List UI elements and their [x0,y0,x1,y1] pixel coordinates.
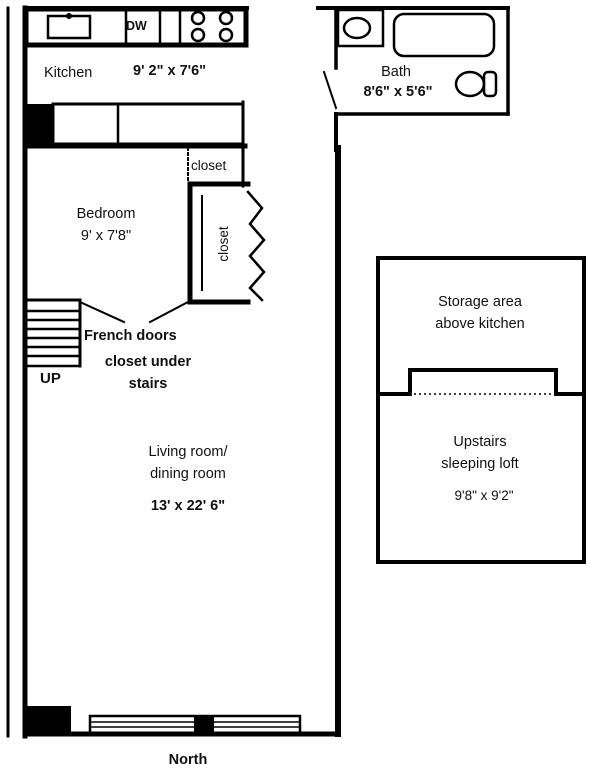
bedroom-name: Bedroom [76,206,136,222]
closet-top-label: closet [191,158,227,173]
stairs [25,298,82,368]
closet-under-stairs-line1: closet under [104,354,192,370]
closet-side-walls [187,181,251,305]
living-name-line1: Living room/ [148,444,228,460]
french-doors-swing [78,300,190,324]
closet-under-stairs-line2: stairs [128,376,168,392]
bath-dims: 8'6" x 5'6" [363,84,433,100]
kitchen-lower-cabinets [22,100,248,152]
stovetop-burners [190,10,234,43]
bath-name: Bath [381,64,411,80]
toilet [454,70,498,98]
french-doors-label: French doors [84,328,177,344]
loft-dims: 9'8" x 9'2" [454,488,514,503]
bath-vanity [336,8,385,48]
dishwasher-label: DW [126,19,147,33]
storage-label-line1: Storage area [438,294,522,310]
sink-faucet [66,13,72,19]
bifold-closet-doors [246,190,266,302]
bathtub [392,12,496,58]
sliding-door [27,706,302,736]
bedroom-dims: 9' x 7'8" [80,228,132,244]
storage-label-line2: above kitchen [435,316,525,332]
kitchen-sink [46,14,92,40]
north-label: North [168,752,208,768]
loft-name-line2: sleeping loft [441,456,519,472]
kitchen-dims: 9' 2" x 7'6" [133,63,207,79]
kitchen-counter [25,8,248,48]
kitchen-name: Kitchen [44,65,93,81]
living-dims: 13' x 22' 6" [150,498,226,514]
closet-side-label: closet [215,226,231,262]
stairs-up-label: UP [40,370,61,387]
loft-name-line1: Upstairs [453,434,507,450]
bath-walls [316,6,510,152]
living-name-line2: dining room [150,466,226,482]
